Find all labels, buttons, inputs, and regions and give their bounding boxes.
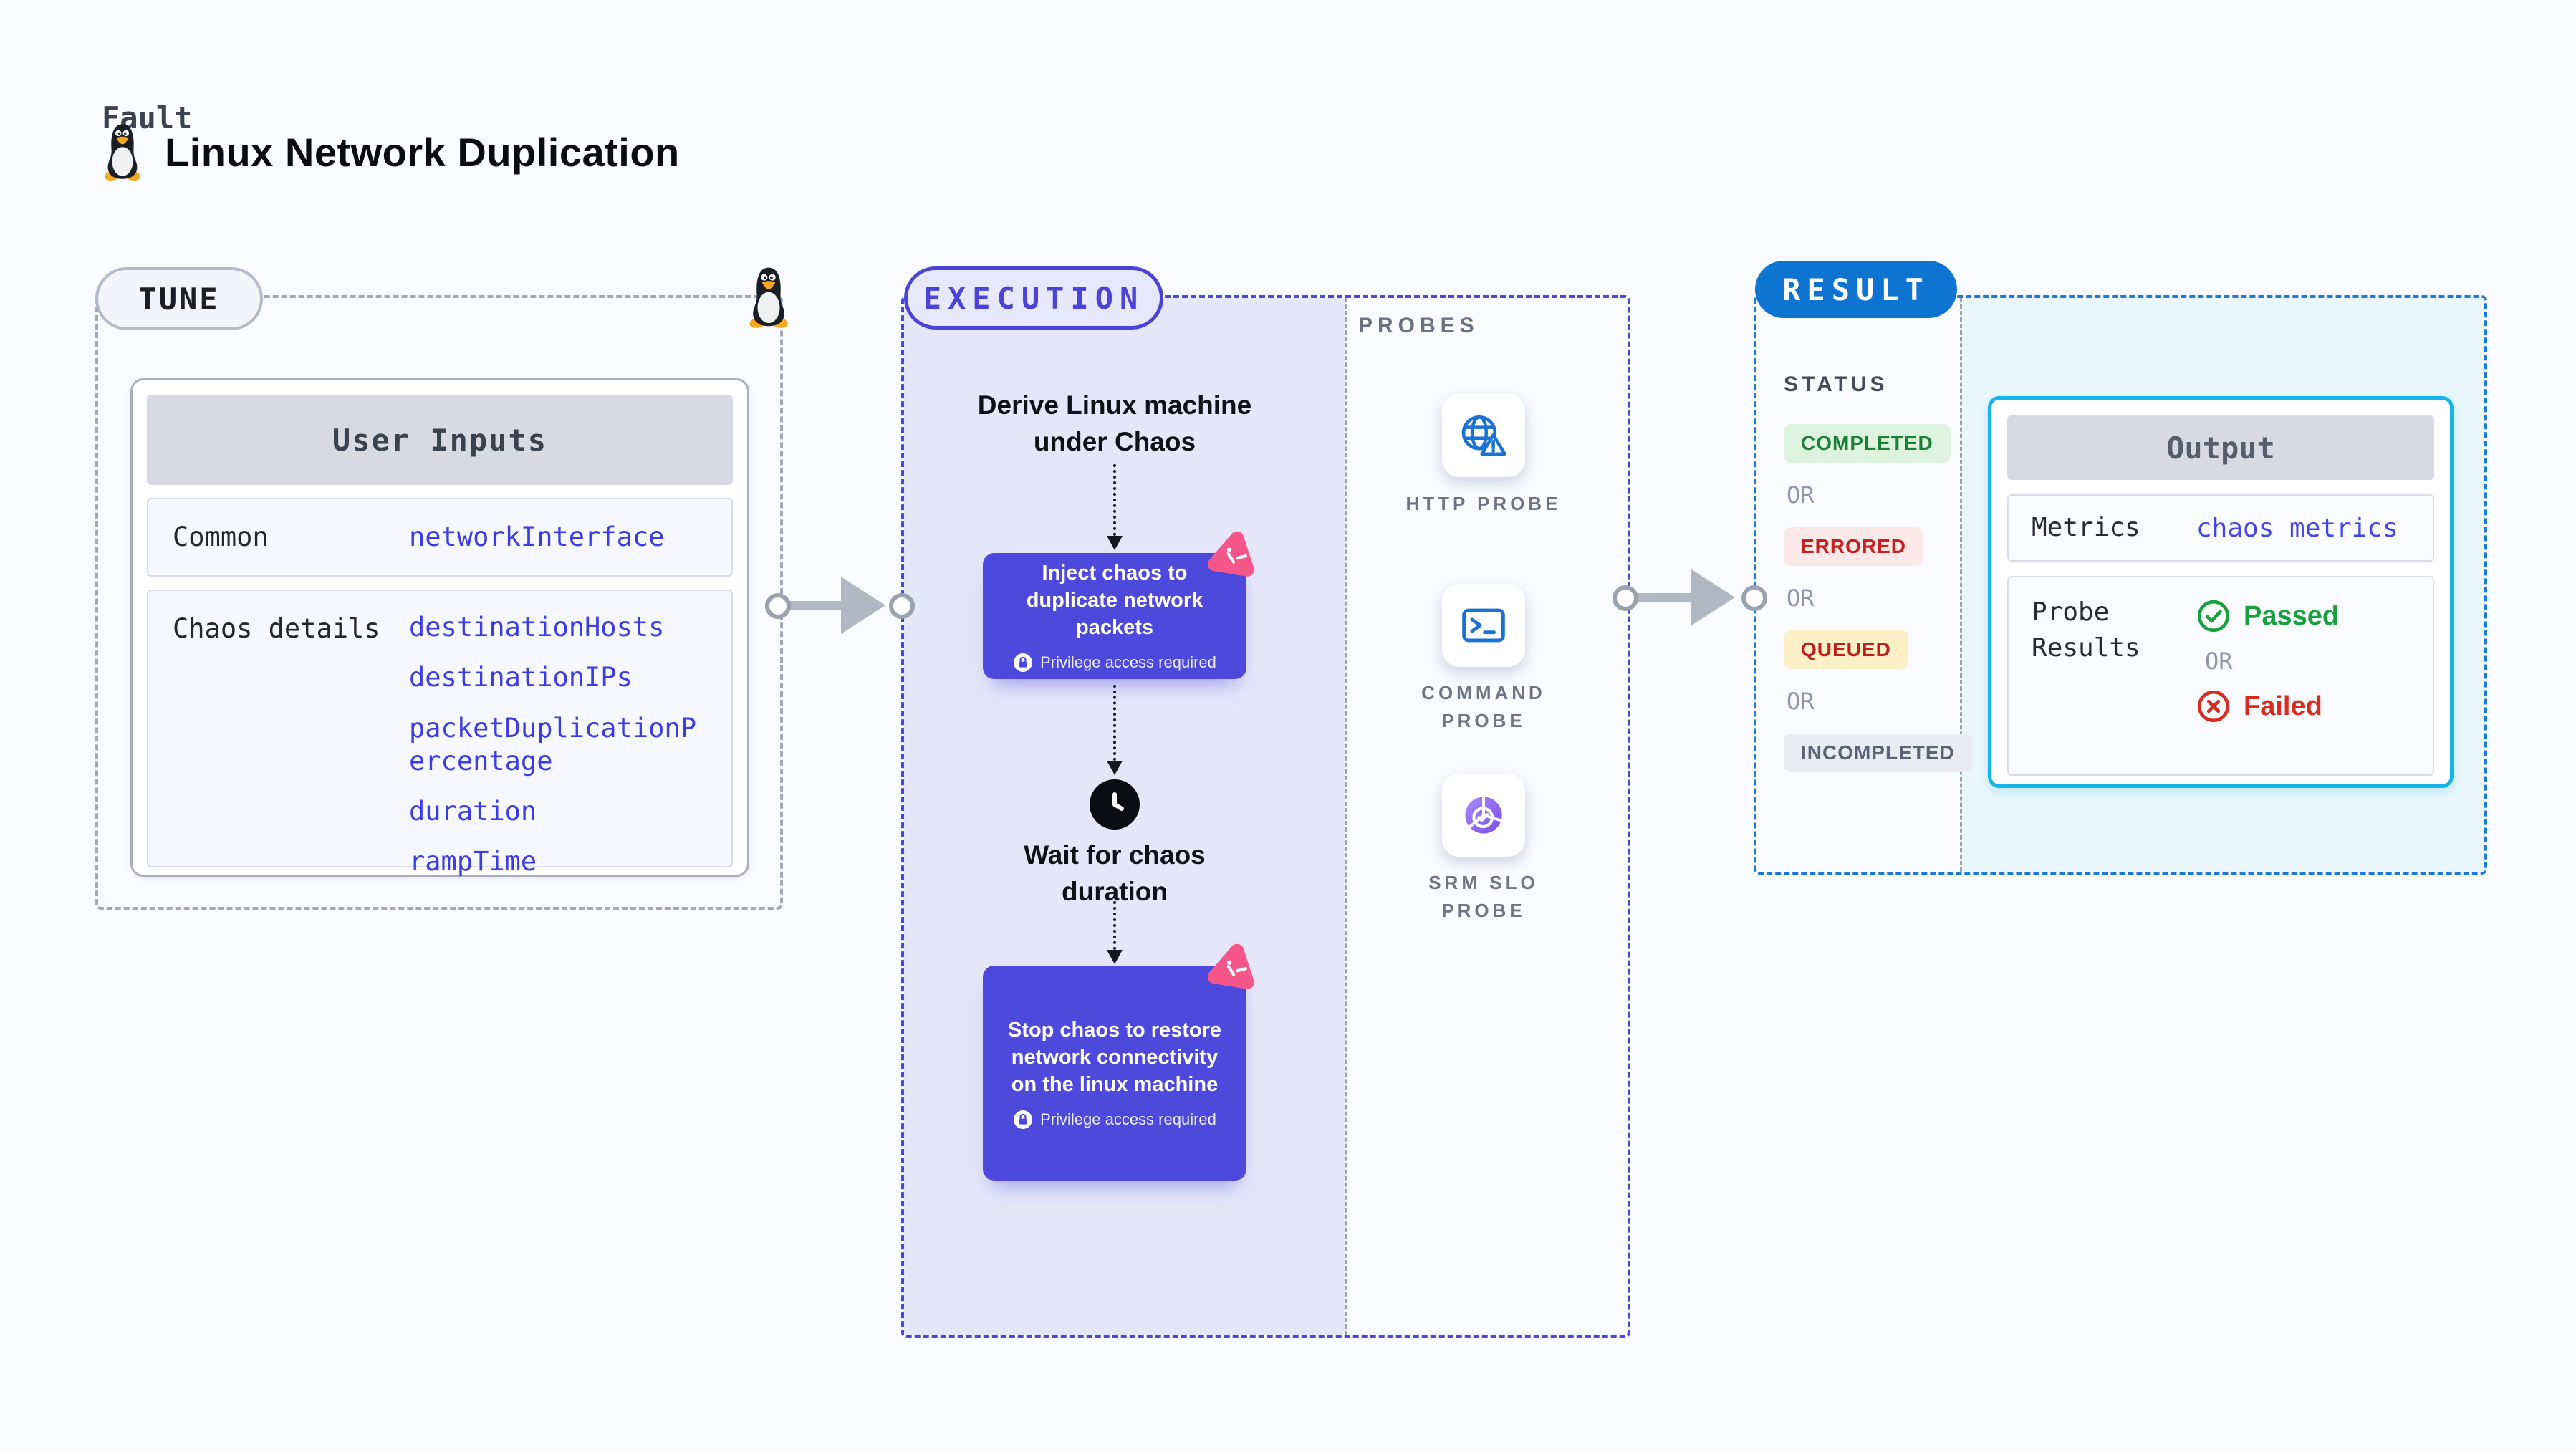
step-derive-machine: Derive Linux machine under Chaos (977, 390, 1252, 457)
probe-results-row: Probe Results Passed OR Failed (2007, 576, 2434, 776)
failed-label: Failed (2244, 691, 2322, 721)
linux-tux-icon (748, 267, 789, 330)
input-value: destinationHosts (409, 612, 665, 643)
status-badge-incompleted: INCOMPLETED (1784, 734, 1972, 772)
input-row-common: Common networkInterface (147, 498, 733, 577)
or-label: OR (2205, 648, 2233, 675)
linux-tux-icon (103, 124, 142, 183)
arrow-down-icon (1107, 761, 1123, 775)
check-circle-icon (2197, 600, 2230, 633)
chaos-experiment-icon (1207, 531, 1254, 577)
status-divider (1960, 298, 1962, 872)
connector-dot (765, 593, 791, 619)
probe-label: HTTP PROBE (1405, 493, 1562, 514)
globe-warning-icon (1461, 415, 1506, 456)
privilege-text: Privilege access required (1040, 653, 1216, 672)
clock-icon (1090, 779, 1140, 830)
chaos-experiment-icon (1207, 943, 1254, 989)
connector-dot (1613, 585, 1638, 611)
probe-label: COMMAND PROBE (1421, 682, 1546, 731)
probe-label: SRM SLO PROBE (1428, 872, 1539, 921)
input-row-chaos-details: Chaos details destinationHosts destinati… (147, 590, 733, 877)
probe-passed: Passed (2196, 599, 2339, 633)
input-value: networkInterface (409, 521, 665, 552)
connector-line (777, 601, 846, 610)
page-header: Linux Network Duplication (102, 120, 680, 183)
chaos-metrics-link[interactable]: chaos metrics (2196, 513, 2398, 543)
metrics-row: Metrics chaos metrics (2007, 494, 2434, 562)
arrow-right-icon (1691, 569, 1735, 626)
passed-label: Passed (2244, 600, 2340, 631)
srm-slo-probe-card (1442, 774, 1525, 857)
probe-failed: Failed (2196, 689, 2339, 723)
flow-arrow (1113, 901, 1116, 950)
privilege-text: Privilege access required (1040, 1110, 1216, 1129)
probe-results-label: Probe Results (2032, 597, 2140, 663)
input-value: rampTime (409, 846, 537, 878)
connector-line (1625, 593, 1696, 602)
arrow-down-icon (1107, 950, 1123, 964)
privilege-note: Privilege access required (1013, 1110, 1216, 1130)
status-list: COMPLETED OR ERRORED OR QUEUED OR INCOMP… (1784, 424, 1972, 772)
connector-dot (1741, 585, 1767, 611)
arrow-down-icon (1107, 536, 1123, 550)
tune-pill: TUNE (95, 267, 263, 330)
terminal-icon (1462, 608, 1505, 643)
input-value: destinationIPs (409, 662, 633, 693)
metrics-label: Metrics (2032, 512, 2140, 542)
or-label: OR (1787, 585, 1815, 612)
status-badge-completed: COMPLETED (1784, 424, 1951, 463)
result-pill: RESULT (1755, 261, 1957, 318)
step-inject-chaos: Inject chaos to duplicate network packet… (983, 531, 1254, 679)
flow-arrow (1113, 464, 1116, 536)
arrow-right-icon (841, 577, 885, 634)
probes-title: PROBES (1358, 314, 1479, 337)
step-stop-chaos: Stop chaos to restore network connectivi… (983, 943, 1254, 1181)
page-title: Linux Network Duplication (165, 129, 680, 175)
probes-divider (1345, 298, 1347, 1335)
x-circle-icon (2197, 690, 2230, 723)
execution-pill: EXECUTION (904, 266, 1163, 330)
output-title: Output (2007, 415, 2434, 480)
input-value: duration (409, 796, 537, 827)
or-label: OR (1787, 688, 1815, 715)
input-row-label: Chaos details (173, 613, 380, 644)
http-probe-card (1442, 394, 1525, 477)
privilege-note: Privilege access required (1013, 653, 1216, 673)
input-row-label: Common (173, 521, 269, 553)
step-title: Stop chaos to restore network connectivi… (1007, 1018, 1222, 1097)
step-title: Inject chaos to duplicate network packet… (1026, 561, 1203, 640)
input-value: packetDuplicationPercentage (409, 712, 696, 777)
connector-dot (889, 593, 915, 619)
status-badge-queued: QUEUED (1784, 630, 1908, 669)
user-inputs-title: User Inputs (147, 395, 733, 485)
command-probe-card (1442, 584, 1525, 667)
output-card: Output Metrics chaos metrics Probe Resul… (1988, 396, 2454, 788)
status-title: STATUS (1784, 372, 1888, 396)
or-label: OR (1787, 481, 1815, 509)
slo-pie-icon (1465, 795, 1503, 834)
step-wait-duration: Wait for chaos duration (1024, 840, 1206, 907)
user-inputs-card: User Inputs Common networkInterface Chao… (130, 378, 749, 877)
lock-icon (1014, 1110, 1033, 1130)
flow-arrow (1113, 685, 1116, 761)
lock-icon (1014, 653, 1033, 673)
status-badge-errored: ERRORED (1784, 527, 1924, 566)
